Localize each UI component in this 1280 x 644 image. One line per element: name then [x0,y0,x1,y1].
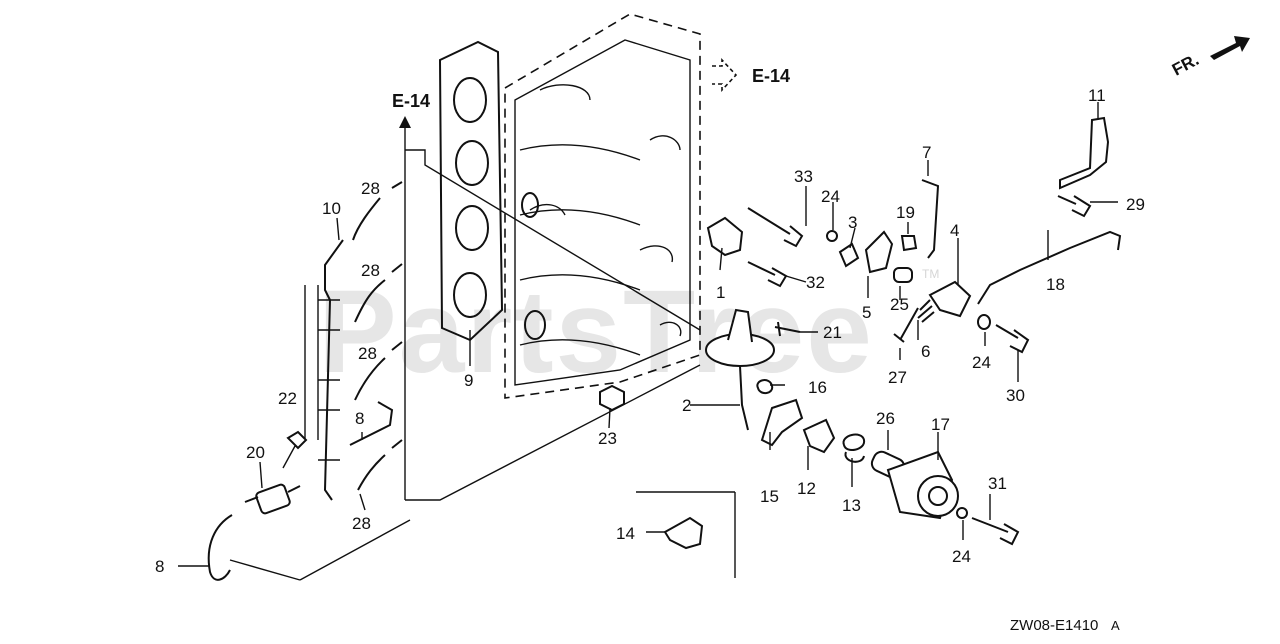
callout-6: 6 [921,342,930,361]
fuel-tube [323,239,344,501]
spring-13 [842,433,866,463]
clip-14 [663,516,704,550]
bolt-31 [971,517,1020,546]
callout-labels: 1 2 3 4 5 6 7 8 8 9 10 11 12 13 14 15 16… [155,86,1145,576]
callout-3: 3 [848,213,857,232]
callout-20: 20 [246,443,265,462]
diagram-code-label: ZW08-E1410 [1010,617,1098,634]
callout-16: 16 [808,378,827,397]
front-arrow-icon [1210,36,1250,60]
throttle-cam-17 [886,450,959,520]
callout-10: 10 [322,199,341,218]
collar-25 [893,267,913,283]
bolt-30 [995,324,1030,354]
bolt-21 [774,321,801,337]
diagram-code: ZW08-E1410 A [1010,617,1120,634]
lever-15 [760,398,804,447]
gasket [438,40,504,352]
callout-25: 25 [890,295,909,314]
hoses [349,181,403,491]
callout-4: 4 [950,221,959,240]
vacuum-diaphragm [705,308,775,431]
callout-32: 32 [806,273,825,292]
intake-manifold [504,13,701,399]
clip-3 [838,242,860,268]
callout-28-a: 28 [361,179,380,198]
callout-24-lower: 24 [952,547,971,566]
reference-e14-left: E-14 [392,91,430,500]
ref-e14-top-label: E-14 [752,66,790,86]
callout-22: 22 [278,389,297,408]
callout-1: 1 [716,283,725,302]
callout-28-b: 28 [361,261,380,280]
callout-29: 29 [1126,195,1145,214]
callout-2: 2 [682,396,691,415]
fuel-filter [207,483,301,581]
bolt-22 [286,430,308,450]
leader-lines [178,102,1118,567]
lever-5 [864,230,894,274]
callout-23: 23 [598,429,617,448]
callout-33: 33 [794,167,813,186]
screw-27 [893,307,919,343]
reference-e14-top: E-14 [712,57,790,93]
washer-24-lower [956,507,968,519]
callout-13: 13 [842,496,861,515]
callout-8-lower: 8 [155,557,164,576]
diagram-code-suffix: A [1111,618,1120,633]
washer-24-upper [826,230,838,242]
front-label: FR. [1169,50,1202,80]
link-rod-7 [921,179,940,259]
callout-24-upper: 24 [821,187,840,206]
lever-12 [802,418,836,454]
spring-6 [917,299,935,323]
bracket-lines [304,285,340,461]
callout-26: 26 [876,409,895,428]
callout-31: 31 [988,474,1007,493]
rod-18 [977,230,1122,305]
watermark-trademark: TM [922,267,939,281]
spring-16 [756,379,774,394]
bracket-1 [706,216,744,257]
callout-5: 5 [862,303,871,322]
leader-frame [229,149,701,581]
callout-28-c: 28 [358,344,377,363]
callout-24-right: 24 [972,353,991,372]
watermark: PartsTree [318,266,874,398]
callout-12: 12 [797,479,816,498]
callout-7: 7 [922,143,931,162]
arm-4 [928,280,972,318]
ref-e14-left-label: E-14 [392,91,430,111]
clip-19 [900,235,918,252]
callout-8-upper: 8 [355,409,364,428]
dashed-arrow-icon [712,57,738,93]
bolt-29 [1057,195,1092,218]
bracket-11 [1059,116,1110,190]
callout-14: 14 [616,524,635,543]
callout-18: 18 [1046,275,1065,294]
callout-17: 17 [931,415,950,434]
callout-30: 30 [1006,386,1025,405]
washer-24-right [977,314,991,330]
callout-9: 9 [464,371,473,390]
bolt-33 [747,207,804,248]
callout-19: 19 [896,203,915,222]
callout-11: 11 [1088,86,1106,105]
bolt-32 [747,261,788,288]
callout-15: 15 [760,487,779,506]
callout-27: 27 [888,368,907,387]
up-arrow-icon [399,116,411,128]
nut-23 [599,384,625,412]
callout-21: 21 [823,323,842,342]
callout-28-d: 28 [352,514,371,533]
front-direction-indicator: FR. [1169,36,1250,80]
